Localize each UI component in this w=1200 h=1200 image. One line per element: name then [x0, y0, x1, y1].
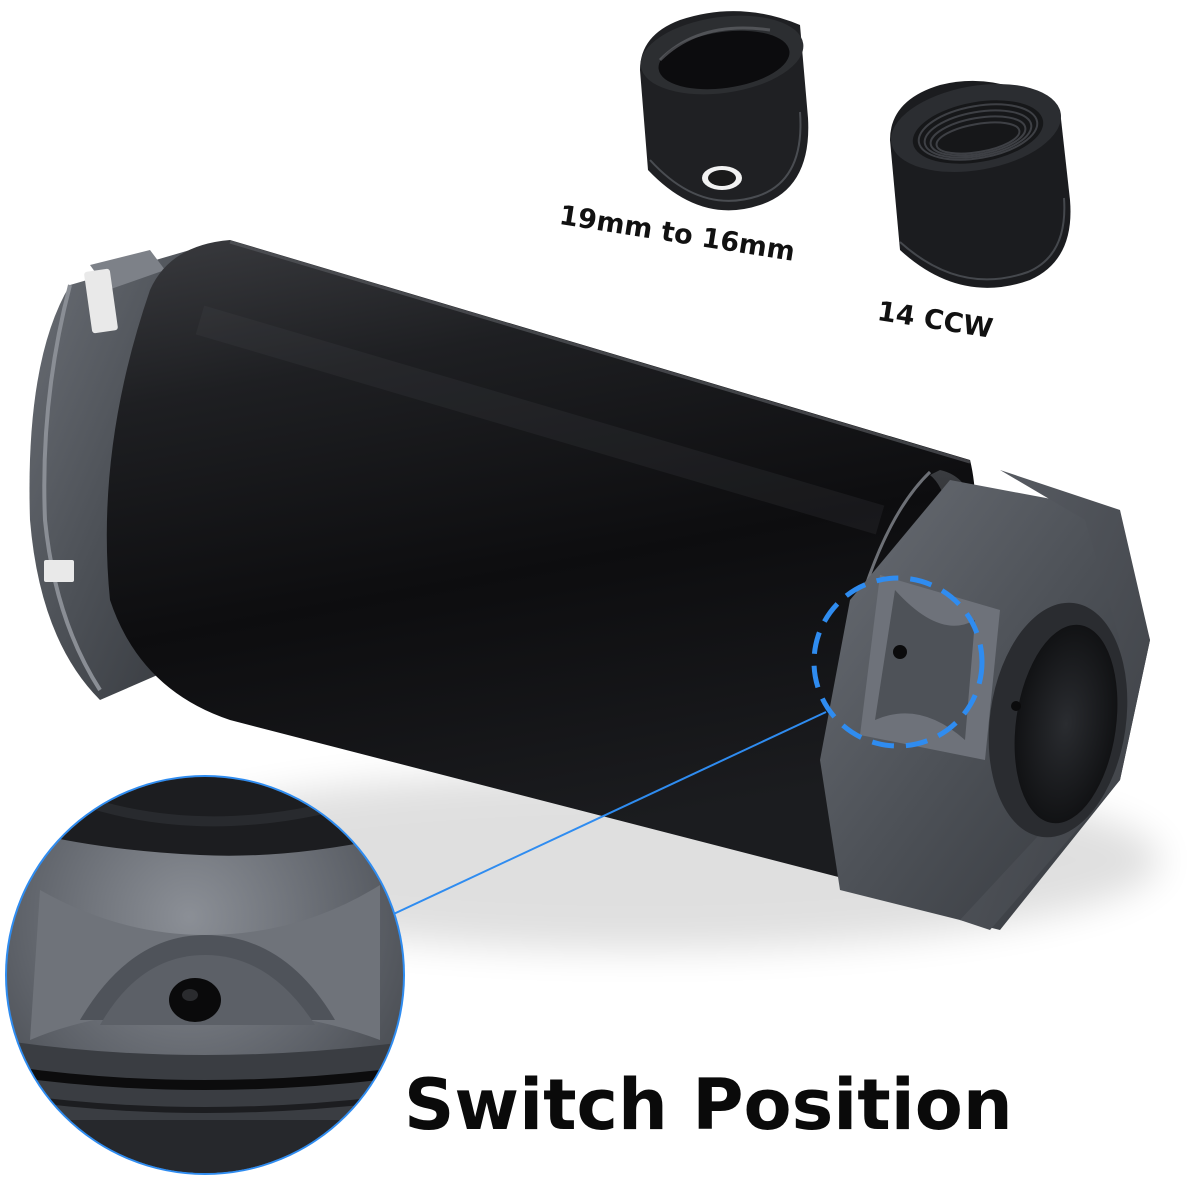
left-cap-slot-upper: [84, 268, 118, 334]
zoom-connector-line: [384, 711, 827, 919]
adapter-ring: [640, 11, 809, 211]
switch-position-title: Switch Position: [404, 1064, 1013, 1146]
main-body: [29, 240, 1150, 930]
thread-lines: [917, 103, 1039, 161]
zoom-switch-pin: [169, 978, 221, 1022]
threaded-ring: [890, 80, 1071, 288]
left-cap-slot-lower: [44, 560, 74, 582]
switch-highlight-circle: [811, 575, 985, 749]
switch-pin: [893, 645, 907, 659]
